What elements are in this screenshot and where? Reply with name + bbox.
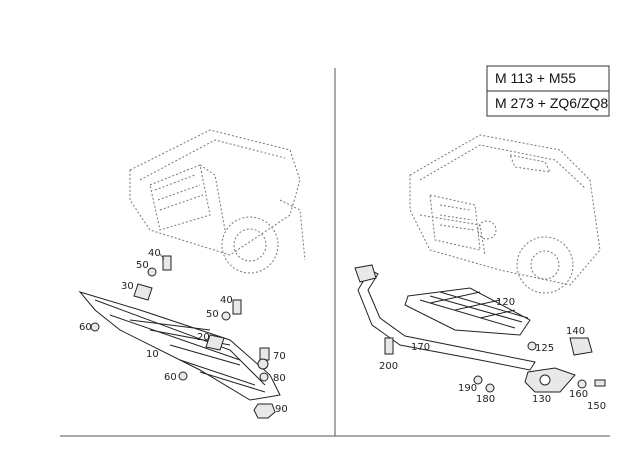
skid-plate	[78, 291, 281, 401]
callout-80: 80	[273, 373, 286, 384]
callout-180: 180	[476, 394, 495, 405]
callout-40-a: 40	[148, 248, 161, 259]
callout-120: 120	[496, 297, 515, 308]
callout-170: 170	[411, 342, 430, 353]
left-fasteners	[90, 255, 276, 419]
vehicle-outline-left	[129, 129, 306, 274]
brush-guard	[354, 264, 536, 371]
callout-50-b: 50	[206, 309, 219, 320]
engine-variant-table: M 113 + M55 M 273 + ZQ6/ZQ8	[486, 65, 610, 117]
engine-row-2: M 273 + ZQ6/ZQ8	[495, 95, 608, 111]
callout-30: 30	[121, 281, 134, 292]
callout-140: 140	[566, 326, 585, 337]
callout-150: 150	[587, 401, 606, 412]
callout-200: 200	[379, 361, 398, 372]
callout-20: 20	[197, 332, 210, 343]
callout-160: 160	[569, 389, 588, 400]
callout-50-a: 50	[136, 260, 149, 271]
callouts-left: 40 50 30 40 50 20 60 10 70 60 80 90	[79, 248, 288, 415]
callout-40-b: 40	[220, 295, 233, 306]
callout-10: 10	[146, 349, 159, 360]
vehicle-outline-right	[409, 134, 601, 294]
engine-row-1: M 113 + M55	[495, 70, 576, 86]
callout-130: 130	[532, 394, 551, 405]
callout-70: 70	[273, 351, 286, 362]
callout-60-a: 60	[79, 322, 92, 333]
right-fasteners	[384, 337, 606, 393]
cargo-rack	[404, 287, 531, 336]
callout-60-b: 60	[164, 372, 177, 383]
callout-90: 90	[275, 404, 288, 415]
callouts-right: 120 140 170 125 200 190 180 130 160 150	[379, 297, 606, 412]
callout-125: 125	[535, 343, 554, 354]
callout-190: 190	[458, 383, 477, 394]
